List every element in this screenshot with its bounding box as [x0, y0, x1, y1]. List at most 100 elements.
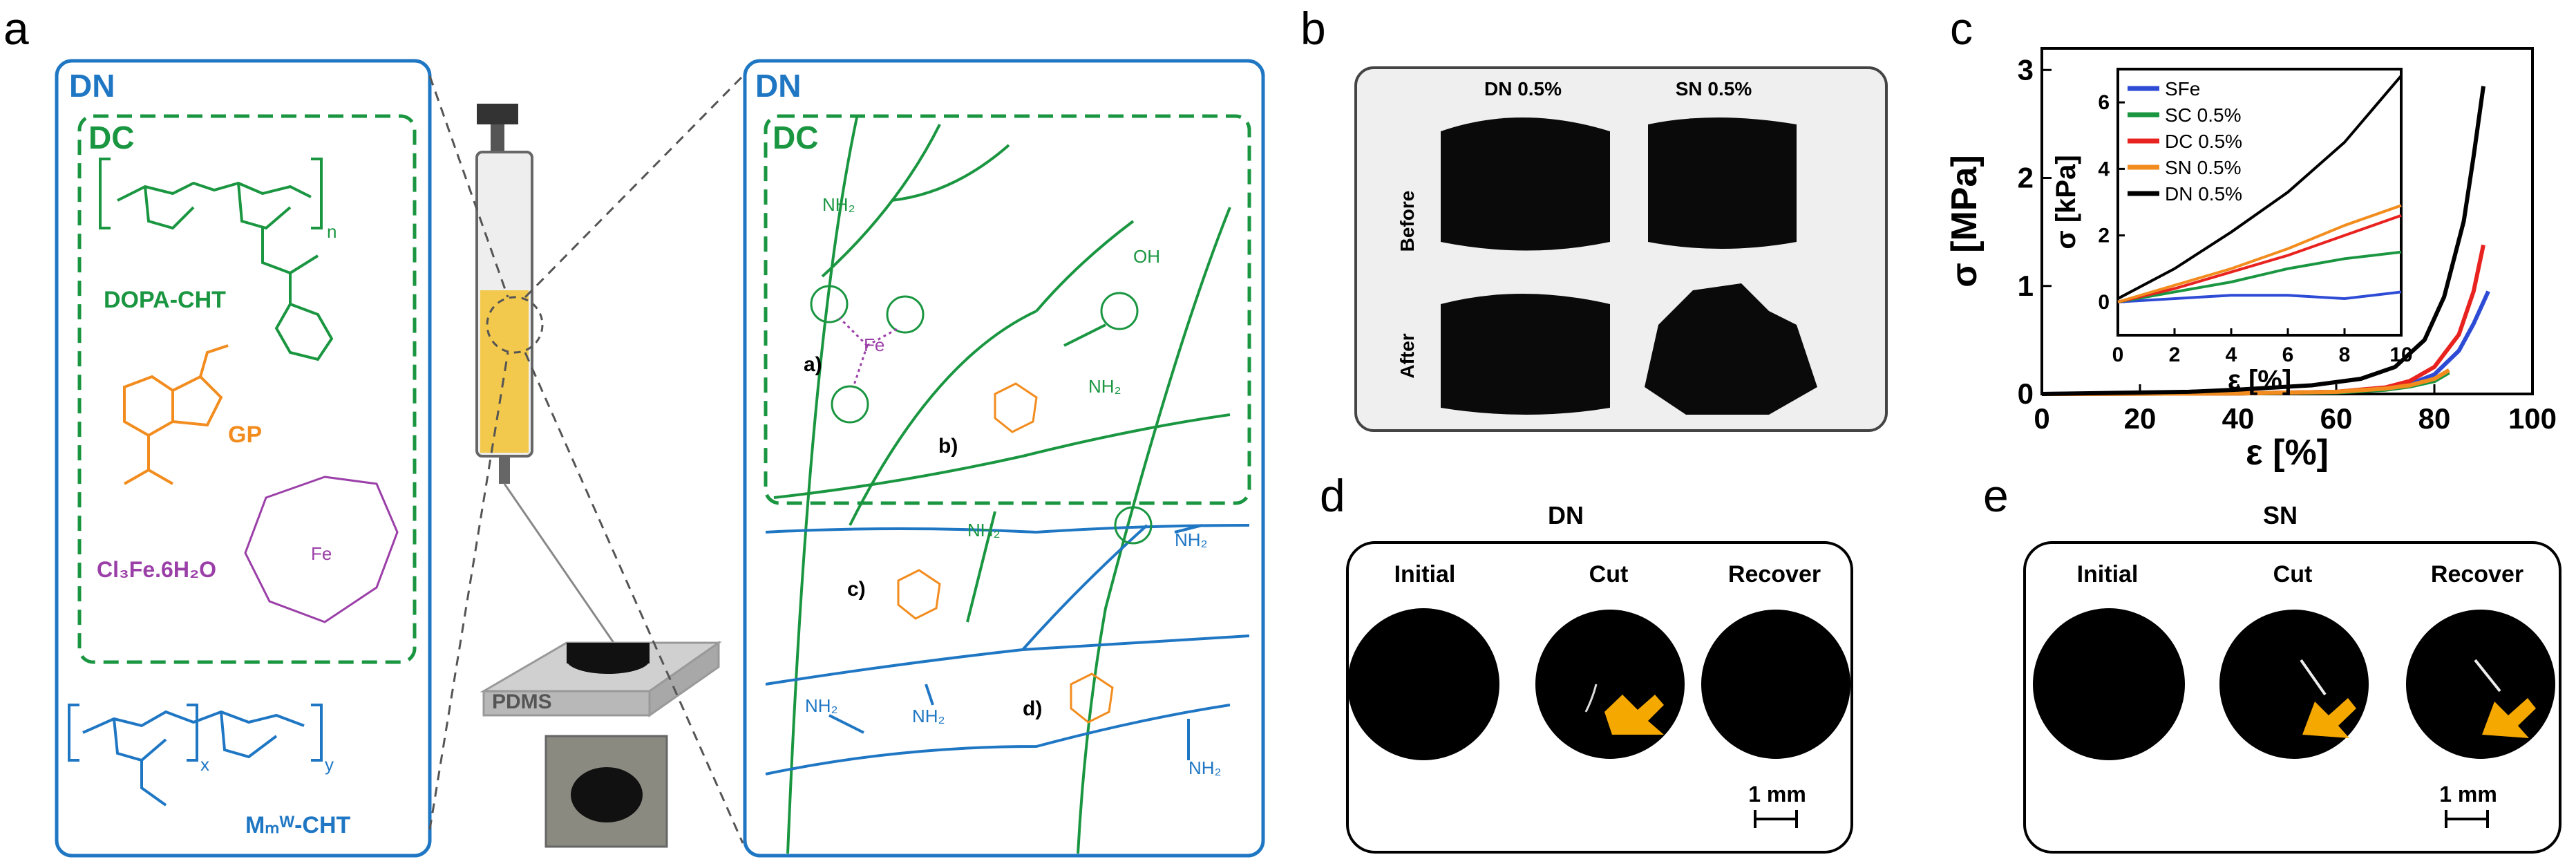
- nh2-label: NH₂: [805, 695, 838, 716]
- marker-a: a): [804, 353, 822, 376]
- panel-a-left-box: DN DC n DOPA-CHT GP Fe Cl₃Fe.6H₂: [55, 59, 432, 858]
- y-axis-label: σ [MPa]: [1944, 155, 1985, 288]
- legend-label: SFe: [2165, 78, 2200, 100]
- cut-line: [2300, 659, 2327, 696]
- fecl3-label: Cl₃Fe.6H₂O: [97, 557, 216, 582]
- marker-d: d): [1023, 697, 1042, 720]
- fe-center-label: Fe: [864, 335, 884, 355]
- dc-network-lines: [773, 117, 1231, 854]
- gel-sn-after: [1645, 283, 1817, 415]
- panel-letter-b: b: [1300, 3, 1326, 54]
- disk-initial: [1347, 608, 1499, 760]
- disk-initial: [2033, 608, 2185, 760]
- y-tick-label: 2: [2098, 225, 2110, 247]
- panel-letter-a: a: [3, 3, 29, 54]
- fe-ion-label: Fe: [311, 543, 332, 564]
- syringe-gel-fill: [480, 290, 529, 453]
- y-tick-label: 1: [2018, 270, 2034, 302]
- x-tick-label: 0: [2112, 343, 2124, 366]
- panel-d-scale-bar: [1754, 810, 1798, 828]
- x-axis-label: ε [%]: [2228, 365, 2291, 395]
- panel-e-label-initial: Initial: [2077, 561, 2139, 587]
- series-line-sn-0-5-: [2117, 204, 2402, 303]
- x-tick-label: 6: [2282, 343, 2294, 366]
- pdms-mold: PDMS: [480, 641, 722, 717]
- syringe-plunger-cap: [477, 104, 518, 124]
- panel-d-title: DN: [1548, 501, 1584, 529]
- panel-e-label-cut: Cut: [2273, 561, 2313, 587]
- x-tick-label: 10: [2389, 343, 2412, 366]
- marker-b: b): [938, 435, 958, 458]
- dn-box-left: [55, 59, 432, 858]
- cut-line: [2474, 659, 2501, 693]
- x-tick-label: 2: [2169, 343, 2181, 366]
- x-tick-label: 100: [2508, 402, 2557, 435]
- recover-arrow: [2482, 698, 2536, 738]
- legend-label: DC 0.5%: [2165, 131, 2242, 152]
- panel-e-frame: [2023, 541, 2561, 854]
- nh2-label: NH₂: [822, 194, 855, 215]
- gel-sn-before: [1648, 117, 1797, 249]
- dc-box-right: [764, 114, 1251, 505]
- cut-arrow: [2302, 698, 2356, 738]
- y-tick-label: 3: [2018, 53, 2034, 86]
- mmw-y-subscript: y: [325, 754, 334, 775]
- marker-c: c): [847, 578, 866, 601]
- cut-line: [1584, 684, 1598, 713]
- series-line-dn-0-5-: [2117, 75, 2403, 300]
- fecl3-structure: [244, 476, 399, 623]
- dc-label-left: DC: [88, 120, 134, 156]
- series-line-sn-0-5-: [2041, 368, 2450, 396]
- syringe-needle: [503, 483, 620, 650]
- mmw-x-subscript: x: [200, 754, 209, 775]
- gp-crosslinks: [897, 382, 1114, 724]
- legend-label: SN 0.5%: [2165, 157, 2242, 178]
- disk-cut: [1535, 610, 1685, 759]
- panel-d-label-cut: Cut: [1589, 561, 1629, 587]
- row-label-after: After: [1396, 333, 1418, 378]
- x-tick-label: 8: [2339, 343, 2351, 366]
- series-line-sc-0-5-: [2117, 250, 2402, 303]
- y-tick-label: 4: [2098, 158, 2110, 180]
- panel-d-frame: [1346, 541, 1853, 854]
- nh2-label: NH₂: [1188, 757, 1222, 778]
- y-tick-label: 0: [2018, 377, 2034, 410]
- legend-label: SC 0.5%: [2165, 104, 2242, 126]
- nh2-label: NH₂: [912, 706, 945, 726]
- panel-d: DN Initial Cut Recover 1 mm: [1346, 501, 1853, 854]
- panel-d-label-initial: Initial: [1394, 561, 1456, 587]
- panel-letter-d: d: [1320, 470, 1345, 521]
- dn-label-left: DN: [69, 68, 115, 104]
- dn-label-right: DN: [755, 68, 801, 104]
- dn-box-right: [743, 59, 1265, 858]
- panel-letter-c: c: [1950, 3, 1973, 54]
- zoom-connectors: [428, 75, 744, 844]
- gel-dn-before: [1441, 117, 1610, 251]
- mmw-chit-structure: [68, 704, 323, 807]
- x-tick-label: 40: [2222, 402, 2255, 435]
- panel-d-label-recover: Recover: [1728, 561, 1821, 587]
- panel-b: DN 0.5% SN 0.5% Before After: [1354, 66, 1888, 432]
- col-label-dn: DN 0.5%: [1484, 78, 1562, 100]
- disk-recover: [2406, 610, 2555, 759]
- y-tick-label: 0: [2098, 291, 2110, 314]
- legend-label: DN 0.5%: [2165, 183, 2242, 205]
- gp-label: GP: [228, 422, 262, 448]
- panel-e: SN Initial Cut Recover 1 mm: [2023, 501, 2561, 854]
- x-tick-label: 80: [2418, 402, 2451, 435]
- panel-e-scale-bar: [2445, 810, 2489, 828]
- nh2-label: NH₂: [967, 520, 1001, 540]
- nh2-label: NH₂: [1088, 376, 1121, 397]
- dopa-n-subscript: n: [327, 221, 337, 242]
- dc-label-right: DC: [773, 120, 818, 156]
- fe-catechol-complex: [810, 285, 1153, 545]
- cut-arrow: [1604, 695, 1664, 735]
- gel-dn-after: [1441, 294, 1610, 415]
- nh2-label: NH₂: [1175, 529, 1208, 550]
- panel-letter-e: e: [1983, 470, 2009, 521]
- x-axis-label: ε [%]: [2246, 433, 2329, 473]
- y-axis-label: σ [kPa]: [2051, 155, 2081, 249]
- x-tick-label: 60: [2320, 402, 2353, 435]
